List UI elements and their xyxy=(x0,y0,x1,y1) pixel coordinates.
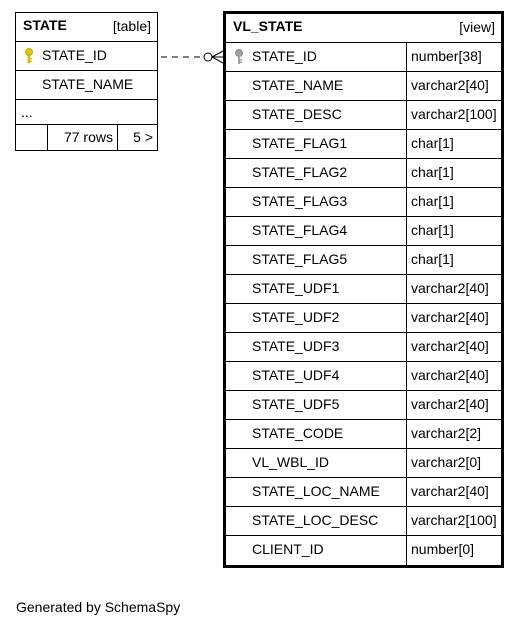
column-type: varchar2[100] xyxy=(406,101,501,129)
state-table: STATE [table] STATE_ID STATE_NAME ... 77… xyxy=(15,12,158,151)
column-type: char[1] xyxy=(406,246,501,274)
view-column-row: STATE_CODE varchar2[2] xyxy=(226,420,501,449)
column-type: varchar2[40] xyxy=(406,362,501,390)
column-name: STATE_ID xyxy=(42,47,107,63)
column-name: STATE_NAME xyxy=(42,76,134,92)
column-name: STATE_UDF2 xyxy=(252,309,340,325)
state-table-footer: 77 rows 5 > xyxy=(16,125,157,150)
column-type: varchar2[100] xyxy=(406,507,501,535)
view-column-row: STATE_FLAG4 char[1] xyxy=(226,217,501,246)
column-name: STATE_UDF3 xyxy=(252,338,340,354)
column-type: varchar2[40] xyxy=(406,304,501,332)
column-name: CLIENT_ID xyxy=(252,541,324,557)
column-name: STATE_UDF1 xyxy=(252,280,340,296)
foreign-key-icon xyxy=(235,49,243,64)
view-column-row: STATE_FLAG2 char[1] xyxy=(226,159,501,188)
column-type: varchar2[40] xyxy=(406,333,501,361)
state-more-columns: ... xyxy=(16,100,157,125)
column-type: varchar2[40] xyxy=(406,478,501,506)
vl-state-name: VL_STATE xyxy=(233,18,303,34)
column-type: char[1] xyxy=(406,130,501,158)
zero-cardinality-icon xyxy=(203,52,213,62)
column-name: STATE_CODE xyxy=(252,425,344,441)
column-type: number[38] xyxy=(406,43,501,71)
vl-state-kind: [view] xyxy=(459,19,495,35)
vl-state-columns: STATE_ID number[38] STATE_NAME varchar2[40]… xyxy=(226,43,501,565)
column-name: STATE_FLAG5 xyxy=(252,251,348,267)
row-count: 77 rows xyxy=(48,125,118,150)
column-name: STATE_UDF5 xyxy=(252,396,340,412)
column-type: char[1] xyxy=(406,217,501,245)
column-type: number[0] xyxy=(406,536,501,565)
primary-key-icon xyxy=(25,48,33,64)
children-link[interactable]: 5 > xyxy=(133,129,153,145)
column-type: varchar2[40] xyxy=(406,72,501,100)
view-column-row: VL_WBL_ID varchar2[0] xyxy=(226,449,501,478)
column-name: VL_WBL_ID xyxy=(252,454,330,470)
view-column-row: STATE_DESC varchar2[100] xyxy=(226,101,501,130)
column-name: STATE_LOC_NAME xyxy=(252,483,380,499)
column-type: varchar2[0] xyxy=(406,449,501,477)
view-column-row: STATE_UDF2 varchar2[40] xyxy=(226,304,501,333)
column-name: STATE_FLAG1 xyxy=(252,135,348,151)
view-column-row: STATE_UDF3 varchar2[40] xyxy=(226,333,501,362)
view-column-row: STATE_LOC_DESC varchar2[100] xyxy=(226,507,501,536)
column-name: STATE_FLAG3 xyxy=(252,193,348,209)
column-type: varchar2[40] xyxy=(406,391,501,419)
state-table-header: STATE [table] xyxy=(16,13,157,42)
crows-foot-icon xyxy=(211,50,224,58)
state-column-state-id: STATE_ID xyxy=(16,42,157,71)
column-type: char[1] xyxy=(406,159,501,187)
vl-state-header: VL_STATE [view] xyxy=(226,14,501,43)
column-name: STATE_FLAG2 xyxy=(252,164,348,180)
generated-by-footer: Generated by SchemaSpy xyxy=(16,599,181,615)
column-name: STATE_FLAG4 xyxy=(252,222,348,238)
column-name: STATE_NAME xyxy=(252,77,344,93)
column-type: varchar2[2] xyxy=(406,420,501,448)
view-column-row: STATE_FLAG1 char[1] xyxy=(226,130,501,159)
view-column-row: STATE_UDF1 varchar2[40] xyxy=(226,275,501,304)
view-column-row: STATE_ID number[38] xyxy=(226,43,501,72)
view-column-row: STATE_NAME varchar2[40] xyxy=(226,72,501,101)
view-column-row: STATE_FLAG3 char[1] xyxy=(226,188,501,217)
view-column-row: STATE_UDF4 varchar2[40] xyxy=(226,362,501,391)
view-column-row: STATE_UDF5 varchar2[40] xyxy=(226,391,501,420)
view-column-row: CLIENT_ID number[0] xyxy=(226,536,501,565)
state-table-kind: [table] xyxy=(112,18,151,34)
column-name: STATE_LOC_DESC xyxy=(252,512,379,528)
view-column-row: STATE_FLAG5 char[1] xyxy=(226,246,501,275)
column-name: STATE_DESC xyxy=(252,106,342,122)
column-name: STATE_ID xyxy=(252,48,317,64)
view-column-row: STATE_LOC_NAME varchar2[40] xyxy=(226,478,501,507)
ellipsis: ... xyxy=(21,104,33,120)
state-column-state-name: STATE_NAME xyxy=(16,71,157,100)
column-type: varchar2[40] xyxy=(406,275,501,303)
state-table-name: STATE xyxy=(23,17,67,33)
footer-cell-empty xyxy=(16,125,48,150)
column-type: char[1] xyxy=(406,188,501,216)
column-name: STATE_UDF4 xyxy=(252,367,340,383)
